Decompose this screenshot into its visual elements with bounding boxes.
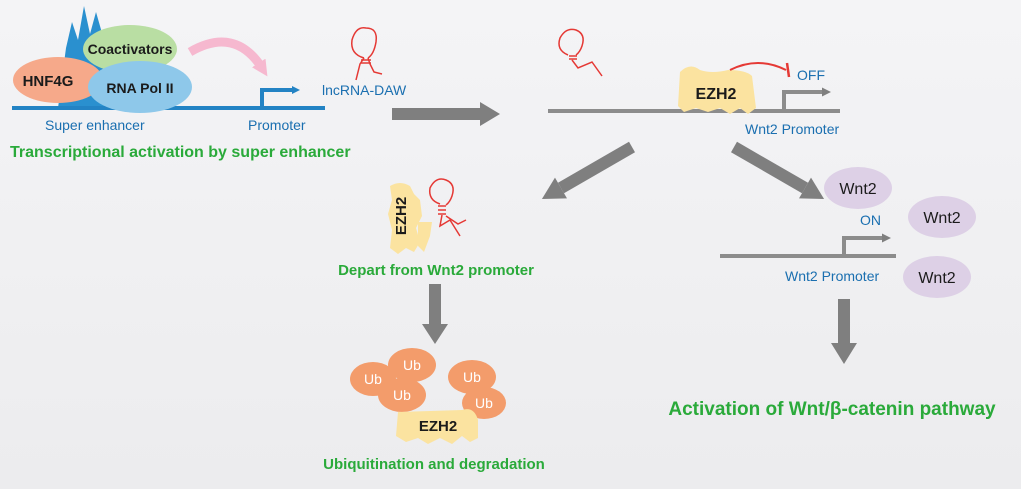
off-label: OFF: [797, 67, 825, 83]
ub-circle: [388, 348, 436, 382]
ub-circle: [378, 378, 426, 412]
activation-pathway-label: Activation of Wnt/β-catenin pathway: [668, 399, 996, 420]
lncrna-hairpin-icon: [558, 28, 603, 77]
ubiquitination-label: Ubiquitination and degradation: [323, 456, 545, 473]
wnt2-protein: Wnt2: [903, 256, 971, 298]
wnt2-protein: Wnt2: [908, 196, 976, 238]
ezh2-protein-icon: [678, 66, 756, 114]
ezh2-label-vertical: EZH2: [393, 197, 410, 235]
arrow-to-pathway-activation: [831, 299, 857, 364]
wnt2-promoter-label-right: Wnt2 Promoter: [785, 268, 879, 284]
lncrna-label: lncRNA-DAW: [322, 82, 407, 98]
arrow-to-ezh2-repression: [392, 102, 500, 126]
hnf4g-label: HNF4G: [23, 73, 74, 90]
ezh2-departing-icon: [388, 183, 432, 254]
ub-circle: [448, 360, 496, 394]
ub-label: Ub: [463, 369, 481, 385]
rna-pol-ii-oval: [88, 61, 192, 113]
wnt2-promoter-arrow-top: [782, 87, 831, 109]
hnf4g-oval: [13, 57, 103, 103]
on-label: ON: [860, 212, 881, 228]
wnt2-promoter-label-top: Wnt2 Promoter: [745, 121, 839, 137]
arrow-to-depart: [541, 141, 635, 199]
promoter-label: Promoter: [248, 117, 306, 133]
ezh2-label-degraded: EZH2: [419, 418, 457, 435]
ub-circle: [462, 387, 506, 419]
ub-label: Ub: [364, 371, 382, 387]
wnt2-label: Wnt2: [918, 270, 955, 287]
ezh2-degraded-icon: [396, 409, 478, 444]
ub-cluster: Ub Ub Ub Ub Ub EZH2: [350, 348, 506, 444]
ezh2-label-top: EZH2: [696, 86, 737, 103]
coactivators-label: Coactivators: [88, 41, 173, 57]
inhibition-line: [729, 62, 787, 71]
wnt2-protein: Wnt2: [824, 167, 892, 209]
lncrna-hairpin-icon: [351, 27, 383, 81]
wnt2-promoter-arrow-on: [842, 233, 891, 254]
ub-label: Ub: [393, 387, 411, 403]
depart-label: Depart from Wnt2 promoter: [338, 262, 534, 279]
wnt2-label: Wnt2: [923, 210, 960, 227]
coactivators-oval: [83, 25, 177, 73]
pink-curved-arrow: [187, 37, 268, 77]
inhibition-bar: [785, 62, 791, 78]
promoter-arrow-blue: [260, 86, 300, 106]
lncrna-hairpin-icon: [428, 178, 467, 237]
arrow-to-wnt2-on: [731, 141, 825, 199]
wnt2-label: Wnt2: [839, 181, 876, 198]
transcriptional-activation-label: Transcriptional activation by super enha…: [10, 144, 351, 161]
arrow-to-ubiquitination: [422, 284, 448, 344]
ub-label: Ub: [403, 357, 421, 373]
rna-pol-ii-label: RNA Pol II: [106, 80, 173, 96]
super-enhancer-label: Super enhancer: [45, 117, 145, 133]
ub-label: Ub: [475, 395, 493, 411]
